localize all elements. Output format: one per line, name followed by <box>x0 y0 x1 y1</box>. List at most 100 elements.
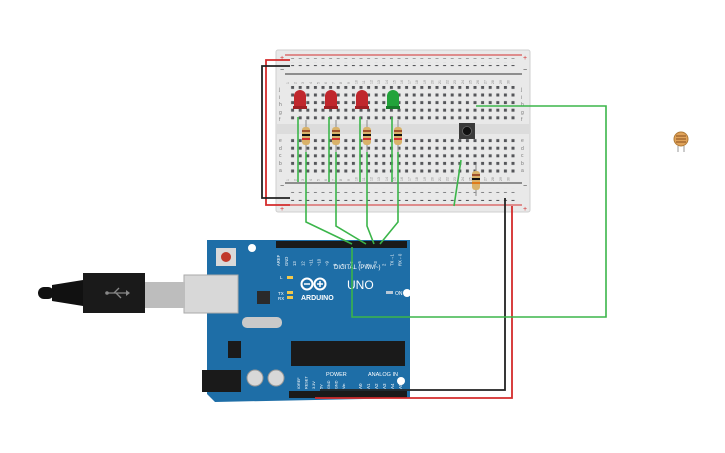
wire-black-left[interactable] <box>261 65 290 199</box>
column-number: 11 <box>362 177 366 181</box>
resistor-5[interactable] <box>472 165 480 196</box>
column-number: 28 <box>491 177 495 181</box>
digital-pin-label: RX←0 <box>398 253 403 266</box>
top-rail-holes-1 <box>288 58 516 63</box>
column-number: 9 <box>347 179 351 181</box>
rx-label: RX <box>278 296 284 301</box>
column-number: 7 <box>332 179 336 181</box>
analog-pin-label: A2 <box>374 383 379 389</box>
digital-pin-label: 13 <box>292 261 297 266</box>
row-label: i <box>279 95 280 101</box>
column-number: 18 <box>415 80 419 84</box>
column-number: 30 <box>506 177 510 181</box>
rail-plus-label: + <box>280 55 284 62</box>
row-label: d <box>521 146 524 152</box>
column-number: 21 <box>438 177 442 181</box>
wire-pin-led4[interactable] <box>379 152 399 245</box>
column-number: 5 <box>316 179 320 181</box>
resistor-band <box>394 138 402 140</box>
reset-button[interactable] <box>221 252 231 262</box>
column-number: 10 <box>354 80 358 84</box>
digital-pin-label: 8 <box>333 263 338 266</box>
rail-plus-label-right: + <box>523 55 527 62</box>
digital-pin-label: ~5 <box>357 261 362 266</box>
resistor-1[interactable] <box>302 120 310 152</box>
row-label: d <box>279 146 282 152</box>
digital-pin-label: 12 <box>300 261 305 266</box>
resistor-band <box>363 134 371 136</box>
wires <box>261 59 607 399</box>
wire-gnd[interactable] <box>320 198 506 391</box>
digital-pin-label: 7 <box>341 263 346 266</box>
wire-red-left[interactable] <box>265 59 290 206</box>
arduino-uno-board[interactable]: ARDUINO UNO DIGITAL (PWM~) ON TX RX L PO… <box>183 240 411 402</box>
resistor-body <box>472 171 480 190</box>
led-1[interactable] <box>293 90 307 109</box>
power-pin-label: GND <box>335 380 339 389</box>
column-number: 17 <box>408 177 412 181</box>
digital-pin-label: ~9 <box>325 261 330 266</box>
column-number: 11 <box>362 80 366 84</box>
rail-minus-label-bottom-right: − <box>523 183 527 190</box>
wire-button-gnd[interactable] <box>453 159 462 207</box>
row-label: b <box>279 161 282 167</box>
column-number: 25 <box>468 177 472 181</box>
row-label: a <box>521 168 524 174</box>
wire-pin-led1[interactable] <box>305 152 353 245</box>
analog-label: ANALOG IN <box>368 372 398 378</box>
row-label: f <box>521 117 523 123</box>
usb-cable-end <box>38 287 54 299</box>
column-number: 4 <box>309 179 313 181</box>
column-number: 16 <box>400 177 404 181</box>
resistor-band <box>332 138 340 140</box>
mount-hole <box>403 289 411 297</box>
power-analog-header[interactable] <box>289 391 407 398</box>
power-pin-label: RESET <box>305 376 309 389</box>
row-label: g <box>279 110 282 116</box>
column-number: 24 <box>461 177 465 181</box>
analog-pin-label: A5 <box>398 383 403 389</box>
column-number: 10 <box>354 177 358 181</box>
analog-pin-label: A4 <box>390 383 395 389</box>
usb-icon <box>105 287 130 299</box>
column-number: 8 <box>339 179 343 181</box>
breadboard[interactable]: + + + + − − − − j i h g f j i h g f e d … <box>275 49 531 213</box>
resistor-4[interactable] <box>394 120 402 152</box>
resistor-3[interactable] <box>363 120 371 152</box>
digital-pin-label: AREF <box>276 254 281 266</box>
digital-pin-label: ~10 <box>317 258 322 266</box>
usb-cable[interactable] <box>38 273 185 313</box>
wire-pin-led2[interactable] <box>335 152 367 245</box>
led-3[interactable] <box>355 90 369 109</box>
column-number: 16 <box>400 80 404 84</box>
digital-header[interactable] <box>276 241 407 248</box>
led-2[interactable] <box>324 90 338 109</box>
rail-minus-label-right: − <box>523 67 527 74</box>
wire-pin-led3[interactable] <box>366 152 375 245</box>
column-number: 9 <box>347 82 351 84</box>
column-number: 15 <box>392 177 396 181</box>
l-label: L <box>280 275 283 280</box>
on-led <box>386 291 393 294</box>
column-number: 27 <box>484 80 488 84</box>
column-number: 12 <box>370 177 374 181</box>
column-number: 1 <box>286 82 290 84</box>
pushbutton[interactable] <box>459 123 475 139</box>
led-4[interactable] <box>386 90 400 109</box>
row-label: e <box>521 138 524 144</box>
resistor-2[interactable] <box>332 120 340 152</box>
photoresistor[interactable] <box>673 131 689 152</box>
column-number: 25 <box>468 80 472 84</box>
wire-button-signal[interactable] <box>351 105 607 318</box>
rail-plus-label-bottom-right: + <box>523 206 527 213</box>
column-number: 24 <box>461 80 465 84</box>
usb-plug-metal <box>145 282 185 308</box>
resistor-band <box>332 130 340 132</box>
column-number: 4 <box>309 82 313 84</box>
rail-minus-label-bottom: − <box>280 183 284 190</box>
wire-5v[interactable] <box>315 206 513 399</box>
led-body <box>325 90 337 107</box>
atmega-chip <box>291 341 405 366</box>
